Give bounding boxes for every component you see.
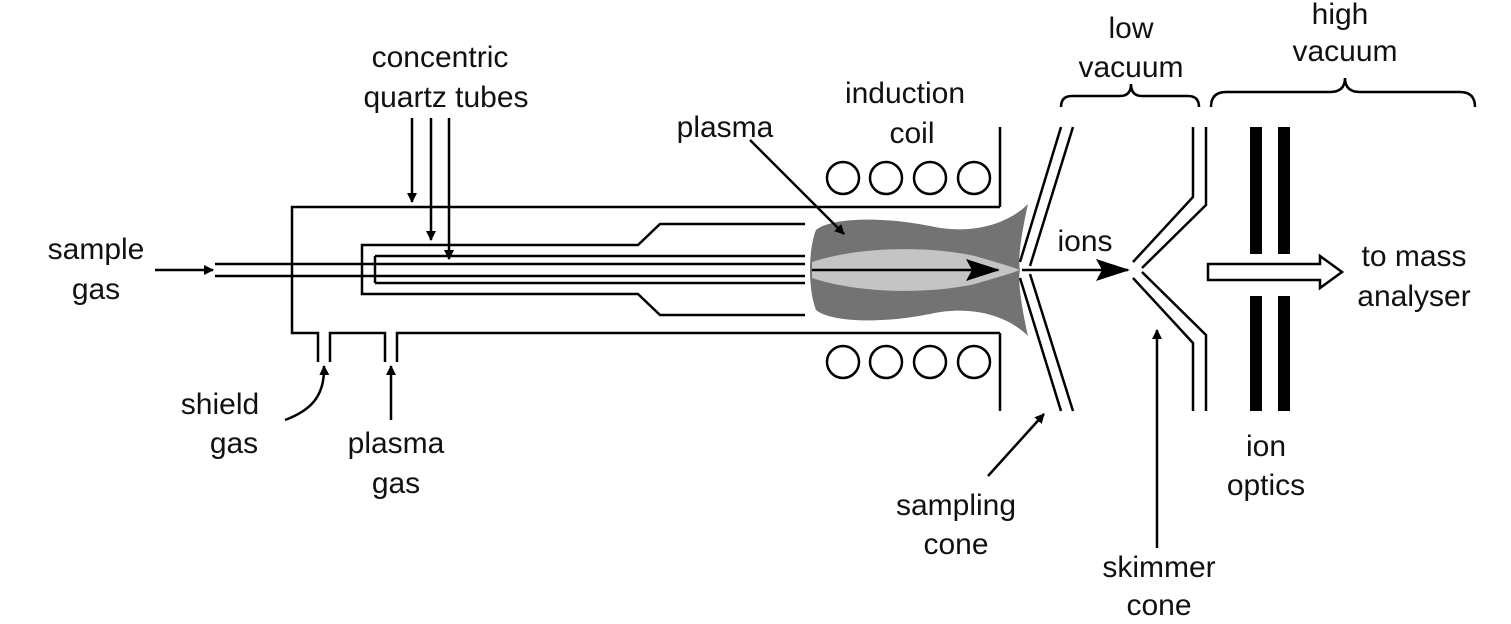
sampling-cone-arrow [987, 413, 1045, 477]
label-line: shield [181, 388, 259, 421]
label-ion-optics: ion optics [1227, 430, 1305, 502]
label-line: coil [889, 117, 934, 150]
label-plasma-gas: plasma gas [348, 427, 445, 500]
label-induction-coil: induction coil [845, 77, 965, 150]
label-line: ion [1246, 430, 1286, 463]
label-line: gas [210, 427, 258, 460]
label-ions: ions [1057, 225, 1112, 258]
label-to-mass-analyser: to mass analyser [1357, 240, 1470, 313]
label-sample-gas: sample gas [48, 233, 145, 306]
inner-injector-tube [215, 262, 805, 278]
label-line: gas [372, 467, 420, 500]
label-line: vacuum [1078, 51, 1183, 84]
label-shield-gas: shield gas [181, 388, 259, 460]
middle-quartz-tube [360, 222, 805, 317]
label-line: plasma [348, 427, 445, 460]
label-line: sampling [896, 489, 1016, 522]
label-line: sample [48, 233, 145, 266]
label-plasma: plasma [677, 111, 774, 144]
label-line: analyser [1357, 280, 1470, 313]
shield-gas-arrow [284, 365, 330, 422]
low-vacuum-brace [1059, 83, 1201, 108]
callout-arrows [155, 118, 1162, 548]
label-line: induction [845, 77, 965, 110]
label-line: to mass [1361, 240, 1466, 273]
label-line: concentric [372, 41, 509, 74]
label-line: cone [923, 528, 988, 561]
label-line: gas [72, 273, 120, 306]
to-mass-analyser-arrow [1206, 253, 1345, 291]
label-skimmer-cone: skimmer cone [1102, 551, 1215, 622]
label-line: quartz tubes [363, 81, 528, 114]
label-line: high [1312, 0, 1369, 31]
label-line: vacuum [1292, 35, 1397, 68]
label-line: optics [1227, 469, 1305, 502]
induction-coil-top [825, 160, 992, 196]
induction-coil-bottom [825, 344, 992, 380]
label-low-vacuum: low vacuum [1078, 12, 1183, 84]
label-sampling-cone: sampling cone [896, 489, 1016, 561]
outer-quartz-tube [290, 205, 1000, 362]
skimmer-cone [1132, 127, 1208, 411]
sampling-cone [1018, 126, 1075, 412]
label-concentric-quartz-tubes: concentric quartz tubes [363, 41, 528, 114]
label-high-vacuum: high vacuum [1292, 0, 1397, 68]
label-line: low [1108, 12, 1153, 45]
plasma-callout-arrow [749, 139, 845, 235]
label-line: skimmer [1102, 551, 1215, 584]
label-line: cone [1126, 589, 1191, 622]
ion-optics-plates [1250, 127, 1290, 411]
high-vacuum-brace [1209, 77, 1477, 108]
